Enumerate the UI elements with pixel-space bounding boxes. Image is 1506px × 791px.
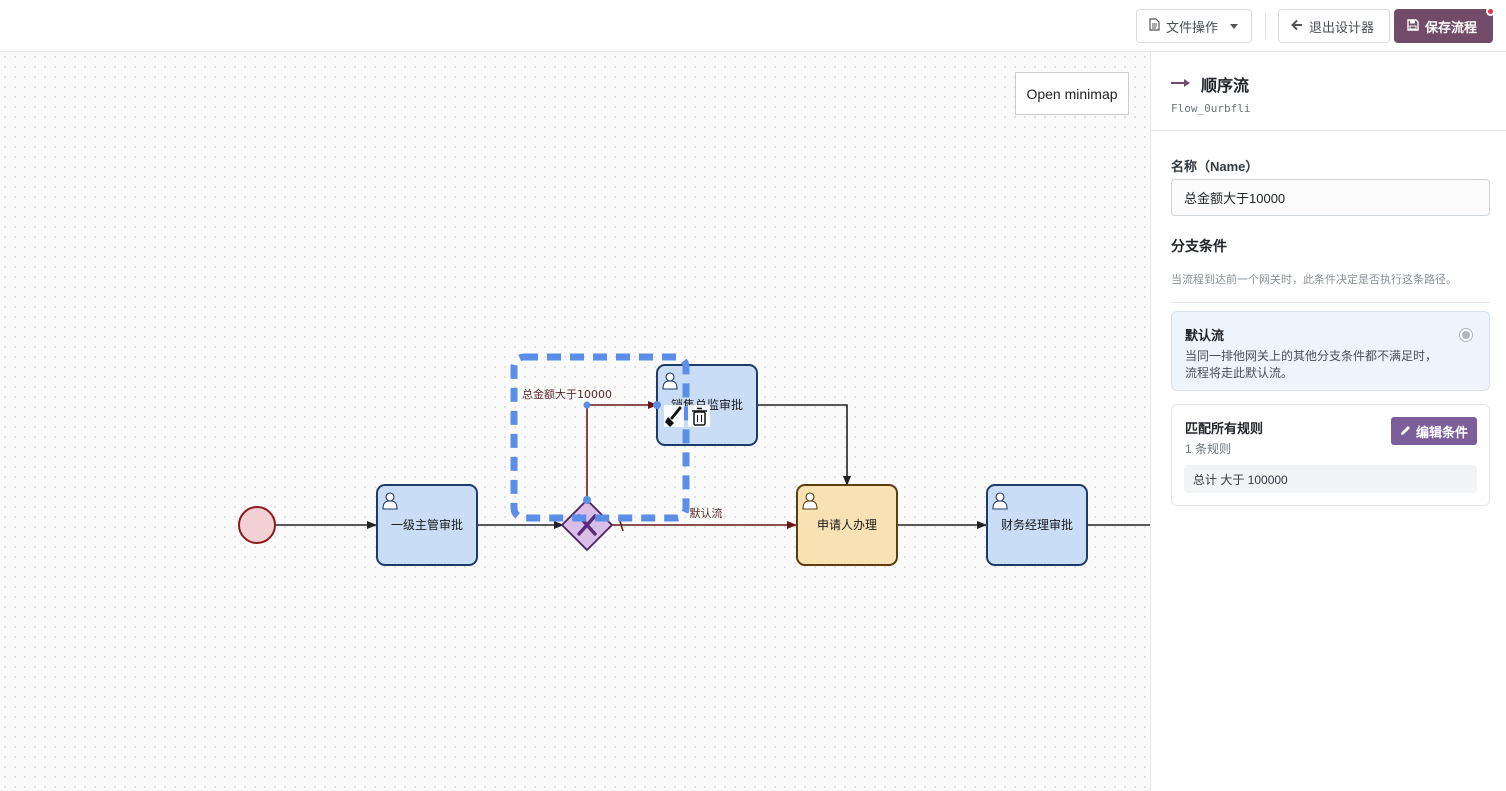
trash-icon[interactable]: [692, 407, 707, 426]
document-icon: [1149, 18, 1160, 34]
top-toolbar: 文件操作 退出设计器 保存流程: [0, 0, 1506, 52]
default-flow-label[interactable]: 默认流: [690, 506, 723, 520]
waypoint-handle[interactable]: [583, 401, 591, 409]
task-level1-approval[interactable]: 一级主管审批: [376, 484, 478, 566]
edit-condition-button[interactable]: 编辑条件: [1390, 417, 1477, 445]
task-finance-manager-approval[interactable]: 财务经理审批: [986, 484, 1088, 566]
chevron-down-icon: [1230, 23, 1239, 29]
flow-sales-director-to-applicant[interactable]: [758, 404, 851, 486]
task-label: 申请人办理: [817, 517, 877, 532]
default-flow-card: 默认流 当同一排他网关上的其他分支条件都不满足时，流程将走此默认流。: [1171, 311, 1490, 391]
selection-outline: [510, 353, 690, 522]
bpmn-diagram: 一级主管审批 销售总监审批 申请人办理 财务经理审批: [238, 353, 1150, 566]
branch-condition-title: 分支条件: [1171, 238, 1227, 254]
bpmn-canvas[interactable]: 一级主管审批 销售总监审批 申请人办理 财务经理审批: [0, 52, 1150, 791]
waypoint-handle[interactable]: [583, 496, 591, 504]
branch-condition-description: 当流程到达前一个网关时，此条件决定是否执行这条路径。: [1171, 274, 1457, 286]
name-field-label: 名称（Name）: [1171, 159, 1259, 174]
exclusive-gateway[interactable]: [560, 498, 614, 552]
flow-condition-to-sales-director[interactable]: [586, 401, 658, 500]
open-minimap-button[interactable]: Open minimap: [1015, 72, 1129, 115]
sequence-flow-icon: [1171, 75, 1191, 93]
properties-panel: 顺序流 Flow_0urbfli 名称（Name） 分支条件 当流程到达前一个网…: [1150, 52, 1506, 791]
rules-count: 1 条规则: [1185, 442, 1232, 456]
edit-condition-label: 编辑条件: [1415, 424, 1468, 440]
default-flow-toggle[interactable]: [1459, 328, 1473, 342]
context-pad: [664, 405, 710, 427]
waypoint-handle[interactable]: [653, 401, 661, 409]
task-label: 财务经理审批: [1001, 517, 1073, 532]
save-icon: [1407, 18, 1419, 34]
rules-card: 匹配所有规则 1 条规则 编辑条件 总计 大于 100000: [1171, 404, 1490, 506]
save-process-label: 保存流程: [1425, 19, 1478, 35]
exit-designer-label: 退出设计器: [1309, 19, 1375, 35]
toolbar-divider: [1265, 13, 1266, 39]
unsaved-indicator: [1486, 7, 1495, 16]
arrow-left-icon: [1291, 19, 1303, 34]
name-input[interactable]: [1171, 179, 1490, 216]
panel-header: 顺序流 Flow_0urbfli: [1151, 52, 1506, 131]
rule-item[interactable]: 总计 大于 100000: [1184, 465, 1477, 493]
element-id: Flow_0urbfli: [1171, 102, 1251, 115]
default-flow-title: 默认流: [1185, 328, 1225, 343]
start-event[interactable]: [238, 506, 276, 544]
file-operations-label: 文件操作: [1166, 19, 1219, 35]
save-process-button[interactable]: 保存流程: [1394, 7, 1495, 43]
rules-title: 匹配所有规则: [1185, 421, 1264, 436]
pencil-icon: [1400, 424, 1411, 439]
element-type-title: 顺序流: [1201, 78, 1250, 95]
condition-flow-label[interactable]: 总金额大于10000: [522, 387, 612, 401]
file-operations-dropdown[interactable]: 文件操作: [1136, 9, 1252, 43]
task-label: 一级主管审批: [391, 517, 463, 532]
section-divider: [1171, 302, 1490, 303]
default-flow-description: 当同一排他网关上的其他分支条件都不满足时，流程将走此默认流。: [1185, 349, 1438, 380]
task-applicant-handle[interactable]: 申请人办理: [796, 484, 898, 566]
paint-brush-icon[interactable]: [665, 406, 682, 427]
exit-designer-button[interactable]: 退出设计器: [1278, 9, 1390, 43]
